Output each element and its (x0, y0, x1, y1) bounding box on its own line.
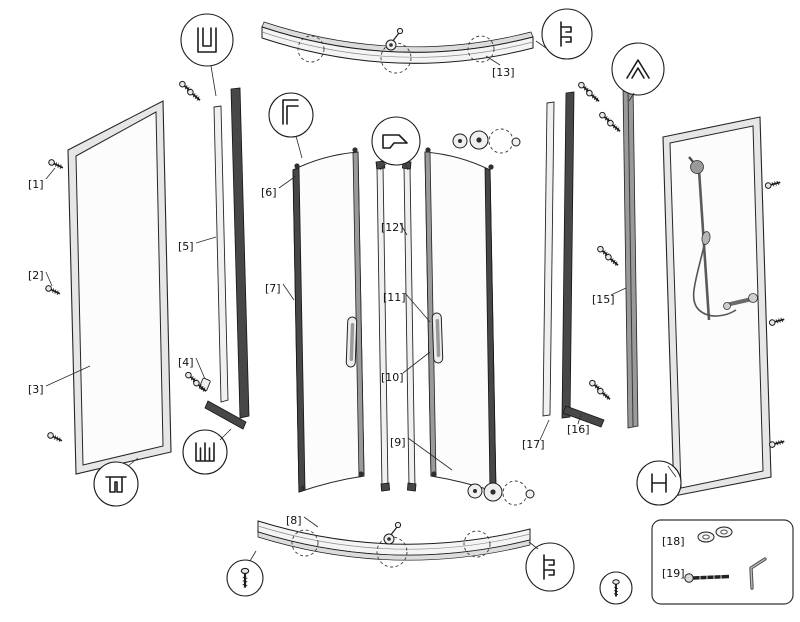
shower-column (688, 156, 758, 321)
part-label-4: [4] (178, 356, 194, 369)
part-label-1: [1] (28, 178, 44, 191)
roller-position-marker (463, 530, 491, 558)
side-panel-left (67, 100, 172, 475)
door-roller-assembly-bottom (467, 480, 535, 506)
side-panel-right (662, 116, 772, 497)
part-labels: [1] [2] [3] [4] [5] [6] [7] [8] [9] [10]… (28, 66, 685, 580)
mixer-knob (748, 293, 758, 303)
corner-joint-icon (626, 59, 650, 79)
screw-icon (605, 118, 623, 135)
part-label-2: [2] (28, 269, 44, 282)
top-guide-bracket-icon (382, 134, 408, 149)
screw-icon (185, 87, 203, 104)
screw-icon (43, 283, 62, 298)
wall-profile-right (542, 85, 639, 429)
part-label-8: [8] (286, 514, 302, 527)
part-label-6: [6] (261, 186, 277, 199)
rail-roller-bottom (383, 521, 402, 545)
screw-icon (767, 315, 786, 327)
seal-profile-icon (195, 442, 215, 462)
roller-position-marker (291, 529, 319, 557)
corner-profile-icon (282, 99, 299, 125)
wall-profile-left (199, 87, 250, 430)
mixer-knob (723, 302, 731, 310)
allen-key-icon (749, 557, 767, 590)
curved-door-left (292, 147, 365, 493)
part-label-17: [17] (522, 438, 545, 451)
screw-icon (45, 430, 64, 445)
door-handle-right (431, 312, 444, 364)
part-label-13: [13] (492, 66, 515, 79)
screw-icon (763, 178, 782, 190)
wall-channel-profile-icon (197, 27, 217, 53)
part-label-18: [18] (662, 535, 685, 548)
part-label-9: [9] (390, 436, 406, 449)
bolt-icon (684, 573, 730, 583)
wall-bracket-icon (560, 21, 572, 47)
screw-icon (767, 437, 786, 449)
center-profiles (375, 160, 417, 492)
part-label-3: [3] (28, 383, 44, 396)
roller-position-marker (467, 35, 495, 63)
screw-icon (603, 252, 621, 269)
shower-hose (692, 245, 737, 317)
curved-rail-top (261, 21, 534, 74)
door-handle-left (345, 316, 358, 368)
screw-icon (595, 386, 613, 403)
h-profile-icon (651, 473, 667, 493)
leader-lines (45, 55, 627, 528)
shower-head (690, 160, 704, 174)
bottom-strip-left (204, 400, 247, 430)
part-label-12: [12] (381, 221, 404, 234)
curved-door-right (424, 147, 500, 493)
part-label-7: [7] (265, 282, 281, 295)
part-label-5: [5] (178, 240, 194, 253)
roller-position-marker (297, 35, 325, 63)
hand-shower (701, 231, 711, 245)
detail-callouts (93, 8, 682, 605)
rail-roller-top (385, 27, 404, 51)
wall-bracket-icon (543, 554, 555, 580)
part-label-15: [15] (592, 293, 615, 306)
washer-icon (697, 526, 733, 543)
part-label-10: [10] (381, 371, 404, 384)
curved-rail-bottom (257, 520, 531, 568)
roller-position-marker (376, 536, 408, 568)
screw-icon (584, 88, 602, 105)
hardware-parts-box (651, 519, 794, 605)
door-roller-assembly-top (452, 128, 521, 154)
part-label-19: [19] (662, 567, 685, 580)
bottom-strip-right (562, 405, 605, 428)
bottom-profile-icon (105, 476, 127, 493)
roller-position-marker (380, 42, 412, 74)
part-label-16: [16] (567, 423, 590, 436)
screw-icon (46, 157, 65, 172)
part-label-11: [11] (383, 291, 406, 304)
